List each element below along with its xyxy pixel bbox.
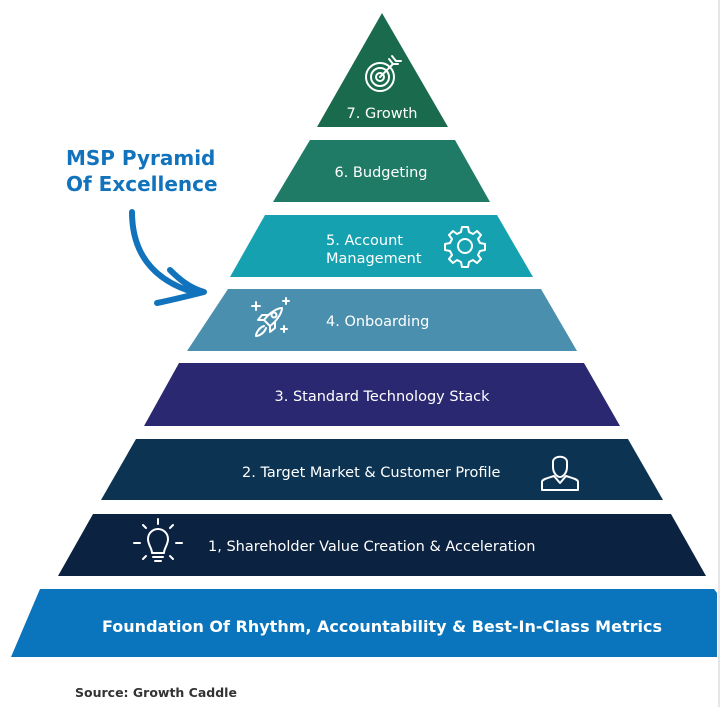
tier-2-target-market: 2. Target Market & Customer Profile (101, 439, 663, 500)
gear-icon (444, 226, 486, 268)
lightbulb-icon (133, 518, 183, 562)
tier-6-label: 6. Budgeting (334, 165, 427, 181)
tier-4-shape (187, 289, 577, 351)
tier-6-shape (273, 140, 490, 202)
tier-3-standard-technology-stack: 3. Standard Technology Stack (144, 363, 620, 426)
foundation-bar: Foundation Of Rhythm, Accountability & B… (11, 589, 717, 657)
tier-5-label-line1: 5. Account (326, 233, 403, 249)
tier-4-label: 4. Onboarding (326, 314, 429, 330)
rocket-icon (251, 297, 290, 337)
tier-5-shape (230, 215, 533, 277)
tier-7-shape (317, 13, 448, 127)
tier-2-label: 2. Target Market & Customer Profile (242, 465, 500, 481)
right-border-line (718, 0, 720, 707)
target-arrow-icon (365, 55, 402, 92)
foundation-label: Foundation Of Rhythm, Accountability & B… (102, 617, 662, 636)
person-icon (541, 455, 579, 491)
tier-5-label-line2: Management (326, 251, 422, 267)
tier-5-account-management: 5. Account Management (230, 215, 533, 277)
title-line-1: MSP Pyramid (66, 146, 215, 170)
title-line-2: Of Excellence (66, 172, 218, 196)
tier-1-label: 1, Shareholder Value Creation & Accelera… (208, 539, 535, 555)
curved-arrow-icon (129, 209, 207, 306)
foundation-shape (11, 589, 717, 657)
tier-6-budgeting: 6. Budgeting (273, 140, 490, 202)
tier-1-shareholder-value: 1, Shareholder Value Creation & Accelera… (58, 514, 706, 576)
tier-4-onboarding: 4. Onboarding (187, 289, 577, 351)
source-caption: Source: Growth Caddle (75, 685, 237, 700)
tier-2-shape (101, 439, 663, 500)
tier-7-growth: 7. Growth (317, 13, 448, 127)
tier-3-shape (144, 363, 620, 426)
pyramid-title: MSP Pyramid Of Excellence (66, 146, 218, 196)
tier-7-label: 7. Growth (347, 106, 418, 122)
tier-3-label: 3. Standard Technology Stack (275, 389, 491, 405)
tier-1-shape (58, 514, 706, 576)
